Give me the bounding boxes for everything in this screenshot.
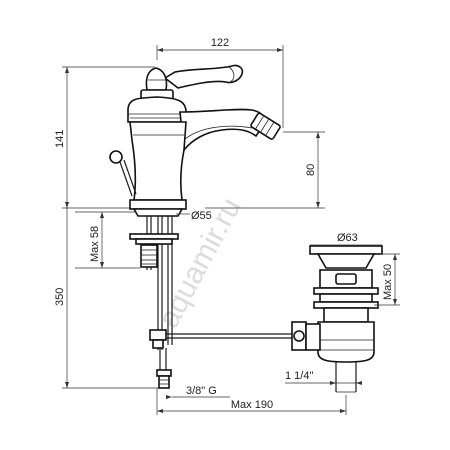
- dim-drain-max: Max 50: [374, 253, 400, 306]
- dim-max50-label: Max 50: [382, 264, 394, 300]
- dim-drain-diameter: Ø63: [310, 232, 382, 246]
- dim-141-label: 141: [54, 130, 66, 148]
- dim-122-label: 122: [211, 37, 229, 49]
- dim-max-reach: Max 190: [156, 388, 347, 415]
- dim-total-height: 141: [54, 66, 155, 209]
- dim-hose-length: 350: [54, 208, 160, 389]
- dim-350-label: 350: [54, 288, 66, 306]
- dim-drain-thread: 1 1/4": [285, 370, 362, 385]
- dim-spout-height: 80: [205, 131, 325, 209]
- popup-rod: [166, 321, 307, 351]
- mounting-assembly: [129, 216, 179, 389]
- dim-80-label: 80: [305, 164, 317, 176]
- dim-inlet-thread-label: 3/8" G: [186, 385, 217, 397]
- drain-assembly: [305, 245, 383, 393]
- dim-max190-label: Max 190: [231, 399, 273, 411]
- dim-max-thickness: Max 58: [75, 211, 140, 269]
- dim-63-label: Ø63: [337, 232, 358, 244]
- dim-base-diameter-label: Ø55: [191, 210, 212, 222]
- dim-drain-thread-label: 1 1/4": [285, 370, 313, 382]
- dim-max58-label: Max 58: [89, 226, 101, 262]
- dim-spout-reach: 122: [156, 37, 284, 128]
- dim-inlet-thread: 3/8" G: [166, 385, 230, 399]
- faucet-body: Ø55: [109, 64, 281, 222]
